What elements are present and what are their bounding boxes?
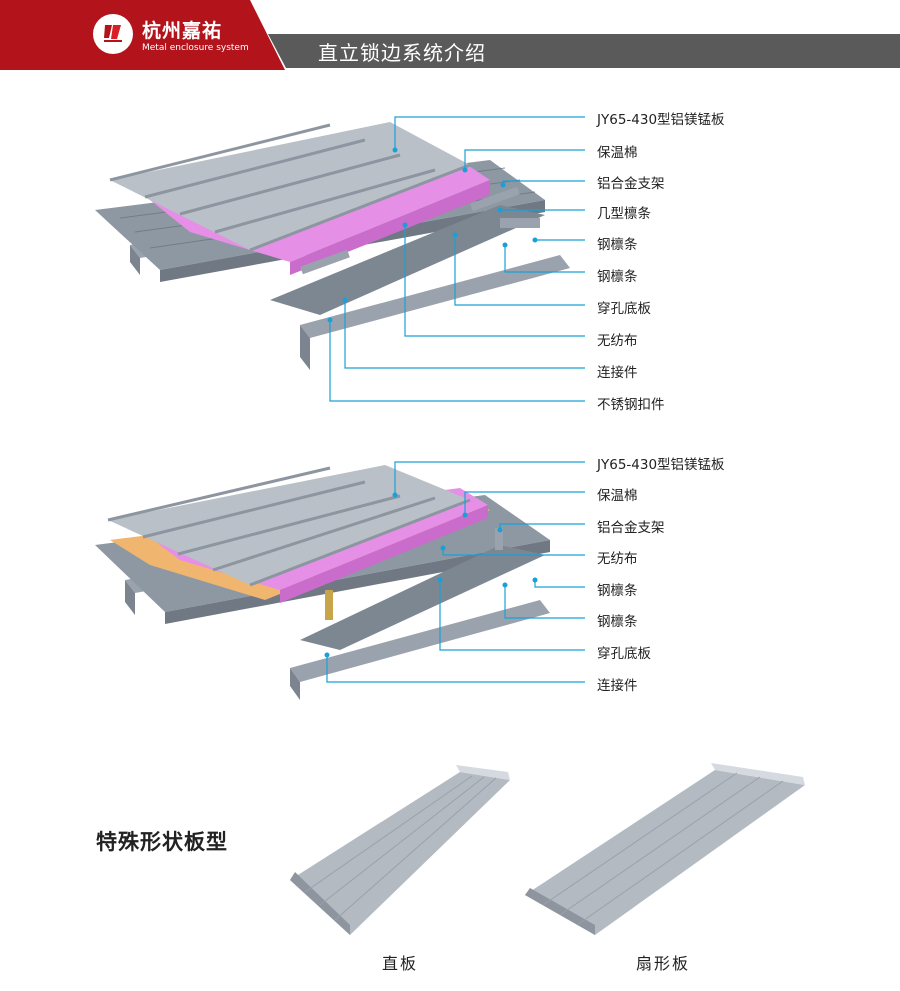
page-title: 直立锁边系统介绍	[318, 41, 486, 65]
brand-block	[0, 0, 285, 70]
straight-panel-image	[290, 765, 510, 935]
label-2-perforated-board: 穿孔底板	[597, 646, 651, 662]
label-1-panel: JY65-430型铝镁锰板	[597, 112, 725, 128]
label-1-steel-purlin-b: 钢檩条	[597, 269, 638, 285]
header: 杭州嘉祐 Metal enclosure system 直立锁边系统介绍	[0, 0, 900, 70]
fan-shaped-panel-image	[525, 763, 805, 935]
roof-system-diagram-2	[95, 461, 585, 700]
label-1-perforated-board: 穿孔底板	[597, 301, 651, 317]
brand-name: 杭州嘉祐	[142, 20, 223, 42]
label-1-fastener: 不锈钢扣件	[597, 397, 665, 413]
label-1-steel-purlin-a: 钢檩条	[597, 237, 638, 253]
label-2-connector: 连接件	[597, 678, 638, 694]
label-1-connector: 连接件	[597, 365, 638, 381]
title-bar	[268, 34, 900, 68]
label-2-steel-purlin-a: 钢檩条	[597, 583, 638, 599]
label-2-insulation: 保温棉	[597, 488, 638, 504]
fan-panel-caption: 扇形板	[636, 954, 691, 973]
straight-panel-caption: 直板	[382, 954, 419, 973]
label-2-steel-purlin-b: 钢檩条	[597, 614, 638, 630]
label-2-bracket: 铝合金支架	[597, 520, 665, 536]
label-1-nonwoven: 无纺布	[597, 333, 638, 349]
brand-subtitle: Metal enclosure system	[142, 43, 249, 53]
label-2-panel: JY65-430型铝镁锰板	[597, 457, 725, 473]
label-1-omega-purlin: 几型檩条	[597, 206, 651, 222]
roof-system-diagram-1	[95, 116, 585, 402]
logo-mark-icon	[104, 25, 122, 42]
special-shapes-title: 特殊形状板型	[96, 830, 228, 854]
label-2-nonwoven: 无纺布	[597, 551, 638, 567]
label-1-insulation: 保温棉	[597, 145, 638, 161]
label-1-bracket: 铝合金支架	[597, 176, 665, 192]
